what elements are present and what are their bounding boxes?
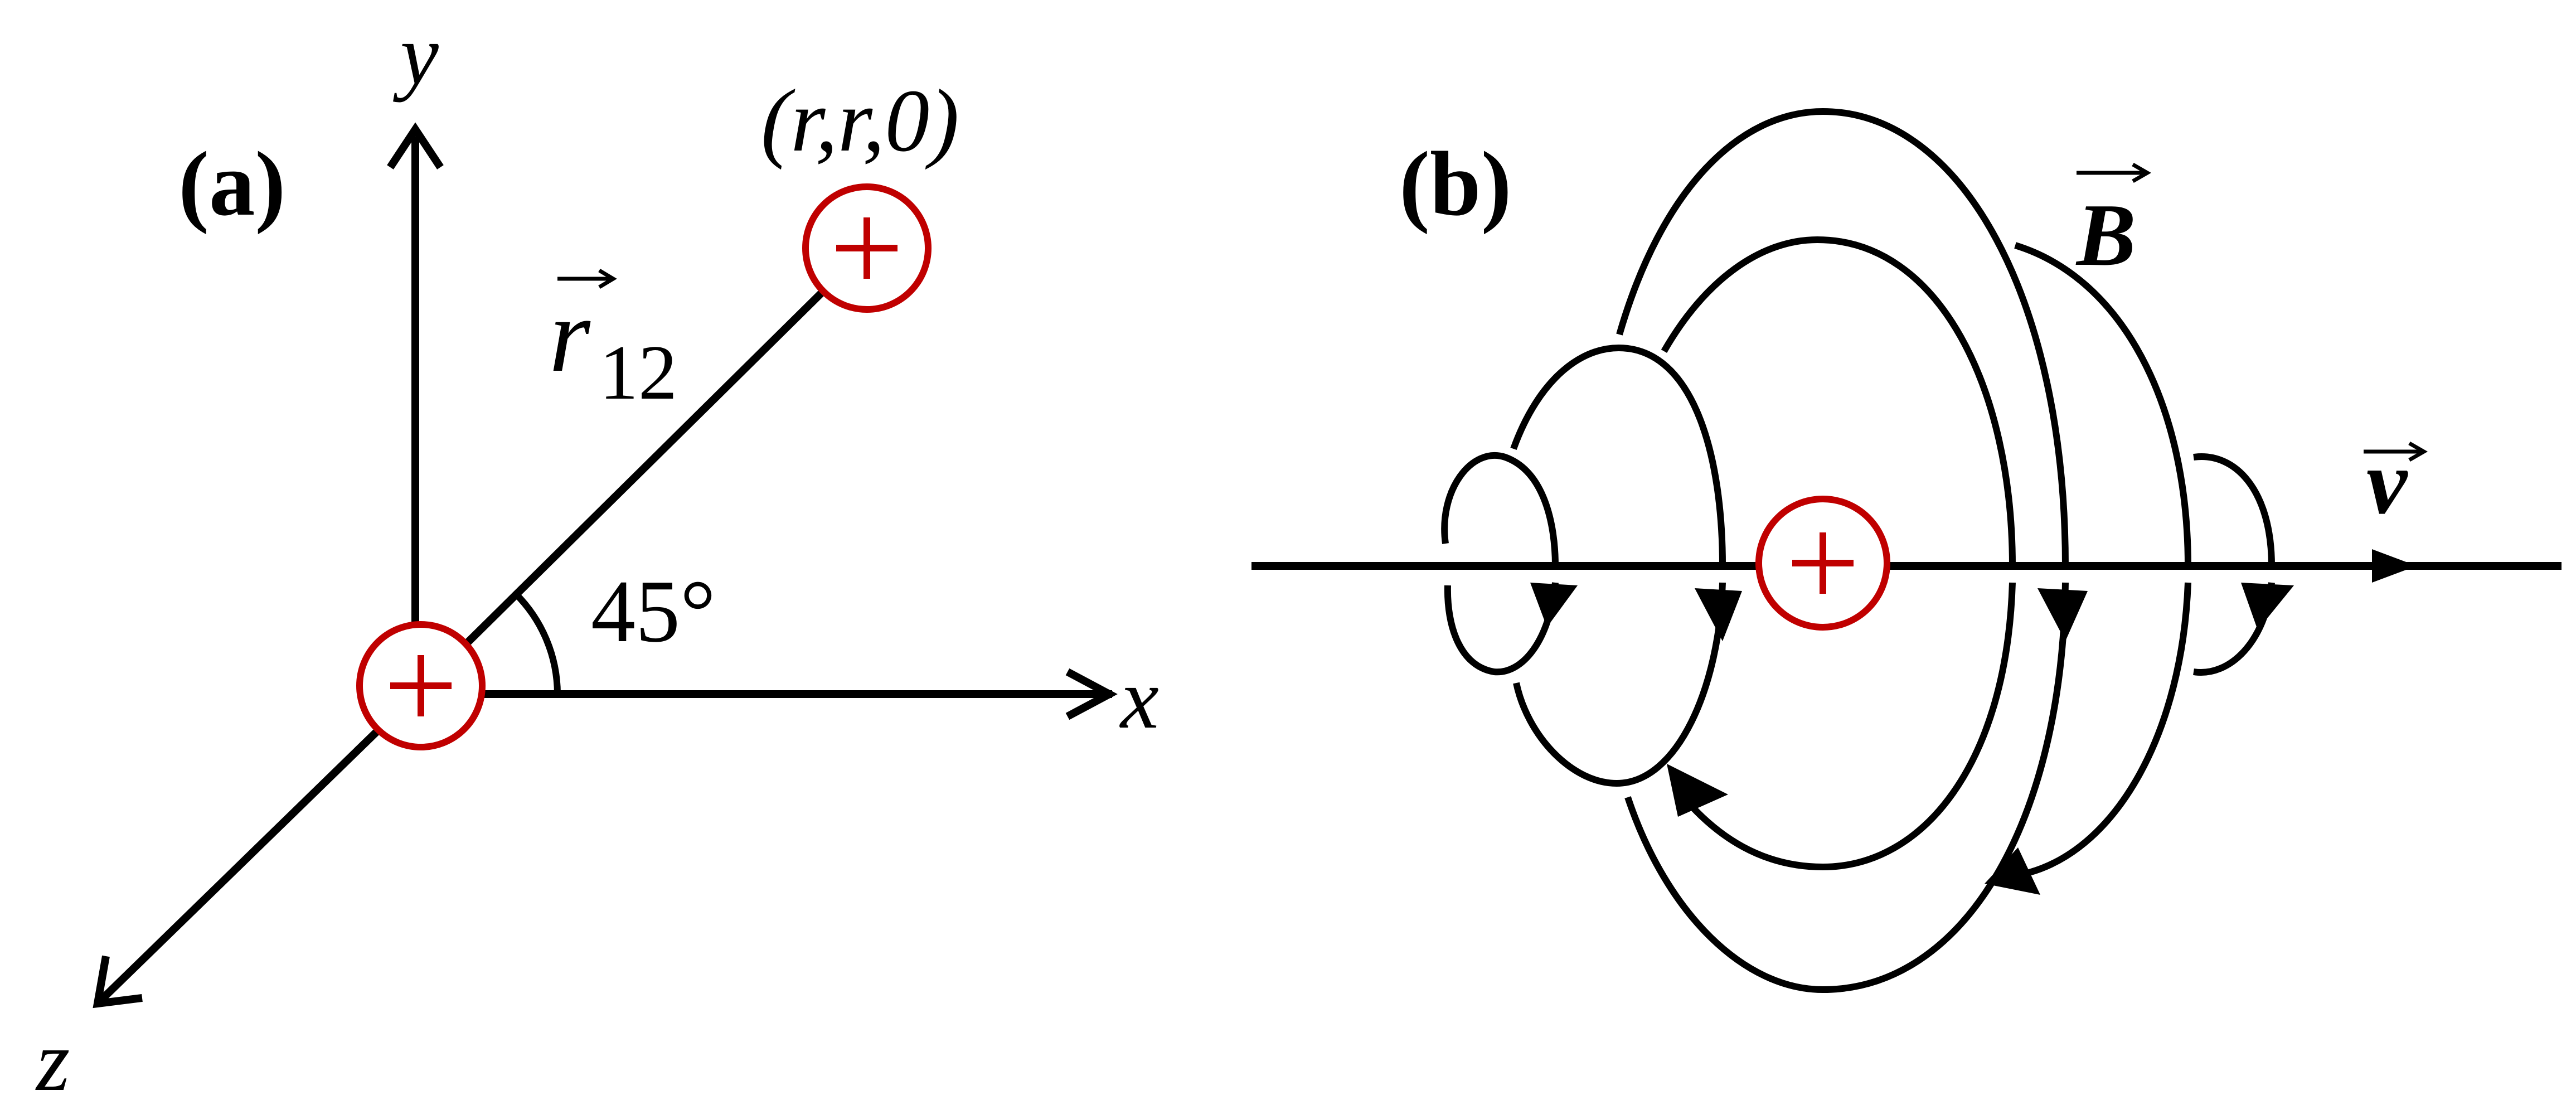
velocity-overarrow-head [2408, 441, 2428, 462]
field-loop-2-lower-arrow [1667, 764, 1728, 817]
field-loop-5 [2014, 242, 2191, 876]
y-axis-label: y [393, 7, 439, 103]
field-loop-1-arrow [1530, 583, 1578, 627]
r12-label: r 12 [549, 268, 677, 416]
velocity-symbol: v [2366, 431, 2408, 533]
z-axis-label: z [35, 1013, 70, 1100]
field-loop-4-lower [1624, 582, 2069, 994]
field-loop-6 [2193, 453, 2294, 676]
field-loop-2 [1510, 345, 1742, 817]
field-loop-4-upper [1616, 108, 2069, 566]
point-charge [802, 183, 932, 313]
field-loop-3-lower [1681, 582, 2016, 871]
moving-charge [1755, 496, 1890, 631]
r12-vector-line [413, 245, 870, 697]
angle-arc [513, 591, 561, 695]
field-overarrow-head [2132, 162, 2152, 183]
field-loop-4-lower-arrow [1985, 847, 2040, 895]
panel-a-label: (a) [178, 133, 285, 235]
x-axis-arrowhead [1065, 668, 1118, 720]
panel-b: (b) v B [1251, 108, 2562, 994]
z-axis-line [98, 691, 418, 1004]
field-loop-3 [1661, 236, 2016, 871]
r12-overarrow-head [598, 268, 617, 289]
field-loop-4-arrow [2037, 588, 2088, 641]
field-loop-1-lower [1444, 582, 1559, 676]
field-loop-1 [1441, 452, 1578, 676]
field-loop-6-upper [2193, 453, 2275, 566]
point-label: (r,r,0) [761, 71, 959, 170]
field-loop-2-arrow [1695, 588, 1742, 641]
z-axis-arrowhead [93, 955, 143, 1009]
x-axis-label: x [1119, 651, 1159, 747]
panel-a: (a) y x z r 12 45° [35, 7, 1159, 1100]
r12-subscript: 12 [599, 329, 677, 416]
field-loop-4 [1616, 108, 2088, 994]
origin-charge [356, 621, 486, 750]
field-loop-5-lower [2028, 582, 2191, 876]
field-label: B [2075, 162, 2152, 284]
x-axis: x [415, 651, 1159, 747]
field-loop-2-lower [1513, 582, 1726, 787]
field-loop-2-upper [1510, 345, 1726, 566]
field-loop-1-upper [1441, 452, 1559, 566]
y-axis-arrowhead [387, 122, 444, 169]
field-symbol: B [2075, 185, 2136, 284]
z-axis: z [35, 691, 418, 1100]
panel-b-label: (b) [1399, 133, 1512, 235]
field-loop-6-arrow [2241, 583, 2294, 630]
field-loop-3-upper [1661, 236, 2016, 566]
r12-symbol: r [549, 277, 591, 394]
angle-label: 45° [591, 561, 716, 661]
velocity-label: v [2364, 431, 2428, 533]
velocity-arrowhead [2372, 549, 2417, 583]
y-axis: y [387, 7, 444, 683]
field-loop-5-upper [2014, 242, 2191, 566]
